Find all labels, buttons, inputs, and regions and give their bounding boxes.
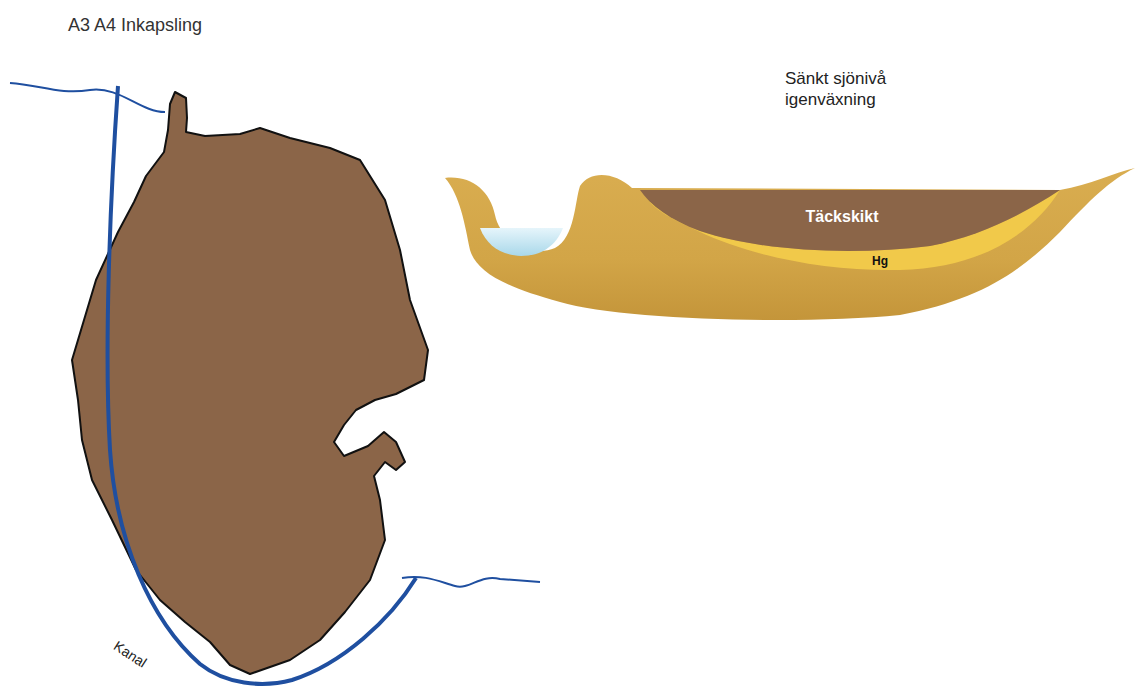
layer-label: Hg	[872, 254, 888, 269]
canal	[108, 86, 416, 684]
cover-layer	[640, 190, 1060, 251]
lake-bed	[445, 168, 1135, 320]
layer-label: Täckskikt	[806, 207, 879, 227]
outflow-stream	[402, 577, 540, 587]
diagram-title: A3 A4 Inkapsling	[68, 14, 202, 37]
inflow-stream	[10, 83, 165, 112]
water	[480, 228, 563, 256]
map-label: Kanal	[110, 638, 150, 672]
annotation: Sänkt sjönivå igenväxning	[785, 68, 925, 111]
lake-area	[72, 92, 428, 674]
